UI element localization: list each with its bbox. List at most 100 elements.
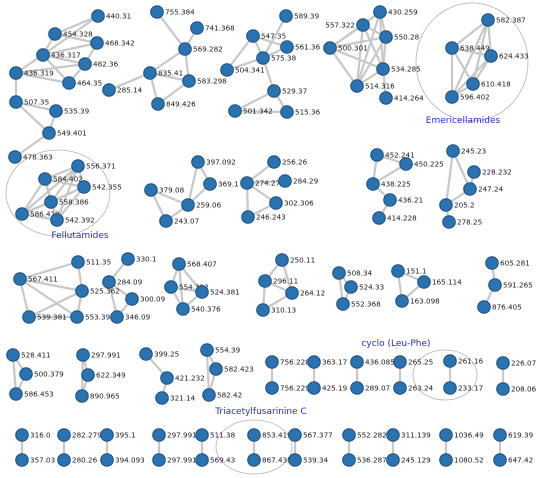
network-node[interactable]	[50, 213, 64, 227]
network-node[interactable]	[91, 9, 105, 23]
network-node[interactable]	[247, 428, 261, 442]
network-node[interactable]	[182, 74, 196, 88]
network-node[interactable]	[485, 256, 499, 270]
network-node[interactable]	[399, 157, 413, 171]
network-node[interactable]	[62, 76, 76, 90]
network-node[interactable]	[19, 367, 33, 381]
network-node[interactable]	[386, 428, 400, 442]
network-node[interactable]	[181, 198, 195, 212]
network-node[interactable]	[81, 368, 95, 382]
network-node[interactable]	[376, 62, 390, 76]
network-node[interactable]	[278, 174, 292, 188]
network-node[interactable]	[75, 389, 89, 403]
network-node[interactable]	[307, 381, 321, 395]
network-node[interactable]	[209, 362, 223, 376]
network-node[interactable]	[350, 79, 364, 93]
network-node[interactable]	[200, 343, 214, 357]
network-node[interactable]	[466, 77, 480, 91]
network-node[interactable]	[280, 105, 294, 119]
network-node[interactable]	[44, 195, 58, 209]
network-node[interactable]	[159, 214, 173, 228]
network-node[interactable]	[191, 155, 205, 169]
network-node[interactable]	[496, 382, 510, 396]
network-node[interactable]	[102, 275, 116, 289]
network-node[interactable]	[228, 104, 242, 118]
network-node[interactable]	[439, 453, 453, 467]
network-node[interactable]	[307, 355, 321, 369]
network-node[interactable]	[76, 348, 90, 362]
network-node[interactable]	[370, 148, 384, 162]
network-node[interactable]	[121, 252, 135, 266]
network-node[interactable]	[342, 453, 356, 467]
network-node[interactable]	[267, 155, 281, 169]
network-node[interactable]	[190, 21, 204, 35]
network-node[interactable]	[393, 381, 407, 395]
network-node[interactable]	[71, 255, 85, 269]
network-node[interactable]	[139, 347, 153, 361]
network-node[interactable]	[366, 177, 380, 191]
network-node[interactable]	[493, 428, 507, 442]
network-node[interactable]	[195, 453, 209, 467]
network-node[interactable]	[241, 210, 255, 224]
network-node[interactable]	[57, 453, 71, 467]
network-node[interactable]	[15, 207, 29, 221]
network-node[interactable]	[195, 285, 209, 299]
network-node[interactable]	[100, 428, 114, 442]
network-node[interactable]	[77, 180, 91, 194]
network-node[interactable]	[484, 49, 498, 63]
network-node[interactable]	[383, 193, 397, 207]
network-node[interactable]	[110, 310, 124, 324]
network-node[interactable]	[78, 57, 92, 71]
network-node[interactable]	[393, 355, 407, 369]
network-node[interactable]	[202, 388, 216, 402]
network-node[interactable]	[57, 428, 71, 442]
network-node[interactable]	[379, 30, 393, 44]
network-node[interactable]	[70, 310, 84, 324]
network-node[interactable]	[323, 41, 337, 55]
network-node[interactable]	[279, 9, 293, 23]
network-node[interactable]	[176, 302, 190, 316]
network-node[interactable]	[220, 63, 234, 77]
network-node[interactable]	[6, 348, 20, 362]
network-node[interactable]	[125, 292, 139, 306]
network-node[interactable]	[275, 253, 289, 267]
network-node[interactable]	[336, 297, 350, 311]
network-node[interactable]	[22, 310, 36, 324]
network-node[interactable]	[150, 5, 164, 19]
network-node[interactable]	[445, 90, 459, 104]
network-node[interactable]	[151, 97, 165, 111]
network-node[interactable]	[496, 356, 510, 370]
network-node[interactable]	[288, 428, 302, 442]
network-node[interactable]	[488, 278, 502, 292]
network-node[interactable]	[463, 182, 477, 196]
network-node[interactable]	[386, 453, 400, 467]
network-node[interactable]	[417, 275, 431, 289]
network-node[interactable]	[265, 381, 279, 395]
network-node[interactable]	[102, 83, 116, 97]
network-node[interactable]	[195, 428, 209, 442]
network-node[interactable]	[395, 294, 409, 308]
network-node[interactable]	[342, 428, 356, 442]
network-node[interactable]	[439, 428, 453, 442]
network-node[interactable]	[15, 428, 29, 442]
network-node[interactable]	[143, 66, 157, 80]
network-node[interactable]	[391, 264, 405, 278]
network-node[interactable]	[443, 381, 457, 395]
network-node[interactable]	[280, 40, 294, 54]
network-node[interactable]	[439, 198, 453, 212]
network-node[interactable]	[155, 391, 169, 405]
network-node[interactable]	[481, 13, 495, 27]
network-node[interactable]	[75, 284, 89, 298]
network-node[interactable]	[13, 272, 27, 286]
network-node[interactable]	[9, 387, 23, 401]
network-node[interactable]	[152, 453, 166, 467]
network-node[interactable]	[49, 104, 63, 118]
network-node[interactable]	[372, 211, 386, 225]
network-node[interactable]	[379, 91, 393, 105]
network-node[interactable]	[90, 36, 104, 50]
network-node[interactable]	[285, 286, 299, 300]
network-node[interactable]	[288, 453, 302, 467]
network-node[interactable]	[144, 183, 158, 197]
network-node[interactable]	[100, 453, 114, 467]
network-node[interactable]	[477, 300, 491, 314]
